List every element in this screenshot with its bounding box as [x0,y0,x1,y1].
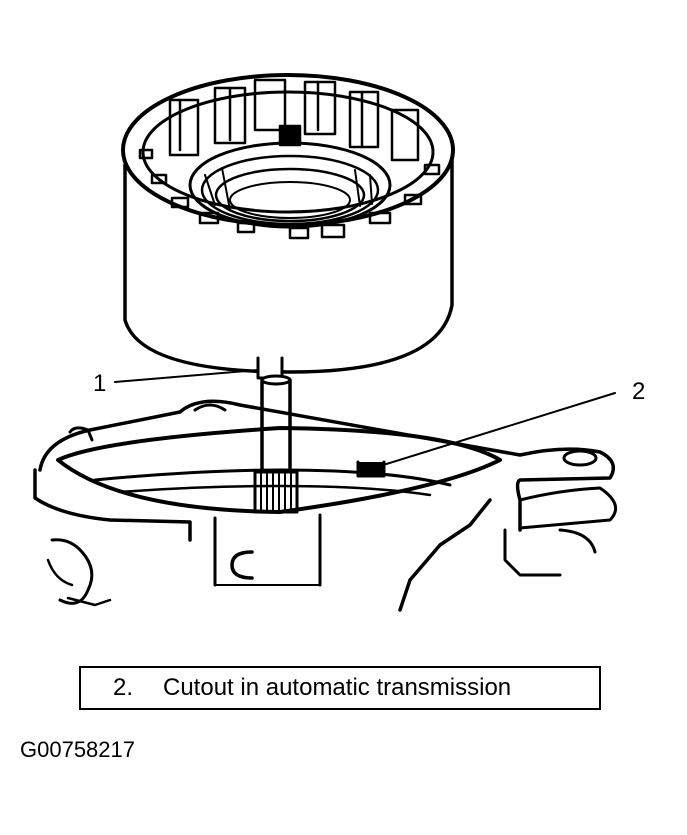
transmission-case [33,399,618,612]
clutch-drum [121,73,455,380]
legend-box: 2. Cutout in automatic transmission [79,666,601,710]
leader-lines [114,369,616,467]
legend-text: Cutout in automatic transmission [163,674,512,701]
callout-2: 2 [632,378,646,405]
callout-1: 1 [93,370,107,397]
figure-id: G00758217 [20,737,135,762]
leader-line-1 [114,369,259,383]
leader-line-2 [379,392,616,467]
input-shaft [253,374,299,514]
legend-number: 2. [113,674,134,701]
transmission-illustration [33,73,618,612]
